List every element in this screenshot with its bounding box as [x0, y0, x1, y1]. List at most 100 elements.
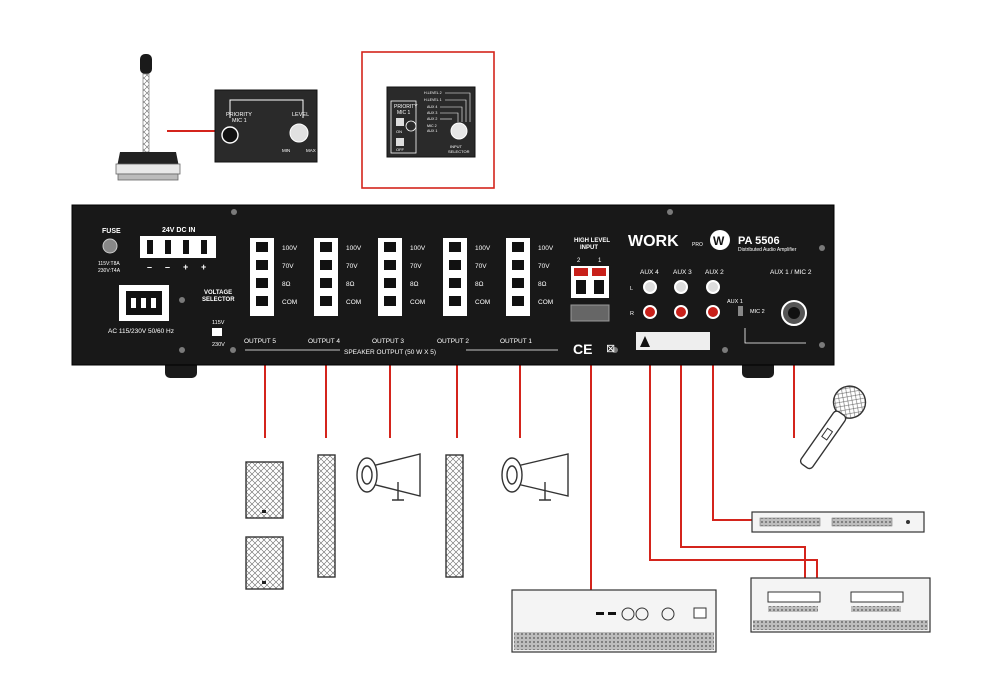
voltage-230-label: 230V	[212, 342, 225, 348]
aux3-right-rca[interactable]	[674, 305, 688, 319]
tap-label: 70V	[282, 263, 294, 270]
callout-frame	[361, 51, 495, 189]
dual-cassette-deck	[750, 577, 931, 633]
output-terminal[interactable]	[256, 278, 268, 288]
output-terminal[interactable]	[384, 260, 396, 270]
wire-aux2	[712, 315, 752, 521]
priority-off-switch[interactable]	[396, 138, 404, 146]
tap-label: 8Ω	[346, 281, 355, 288]
selector-priority-label-2: MIC 1	[397, 110, 411, 116]
output-terminal[interactable]	[320, 296, 332, 306]
voltage-selector-label-1: VOLTAGE	[204, 290, 232, 296]
ce-mark: CE	[573, 341, 592, 357]
output-terminal[interactable]	[320, 278, 332, 288]
priority-mic-jack[interactable]	[221, 126, 239, 144]
output-terminal[interactable]	[384, 296, 396, 306]
output-terminal[interactable]	[384, 278, 396, 288]
switch-on-label: ON	[396, 129, 402, 134]
output-terminal[interactable]	[449, 242, 461, 252]
output-terminal[interactable]	[512, 260, 524, 270]
output-label: OUTPUT 1	[500, 338, 532, 345]
tuner-rack-unit	[751, 511, 925, 533]
column-speaker-2	[445, 454, 464, 578]
tap-label: COM	[282, 299, 297, 306]
tap-label: 8Ω	[410, 281, 419, 288]
aux4-right-rca[interactable]	[643, 305, 657, 319]
tap-label: 8Ω	[538, 281, 547, 288]
selector-label-1: INPUT	[450, 144, 463, 149]
level-max-label: MAX	[306, 148, 316, 153]
switch-off-label: OFF	[396, 147, 405, 152]
amplifier-rear-panel: FUSE 115V:T8A 230V:T4A 24V DC IN – – + +…	[71, 204, 835, 366]
aux3-left-rca[interactable]	[674, 280, 688, 294]
output-terminal[interactable]	[320, 242, 332, 252]
column-speaker-1	[317, 454, 336, 578]
weee-icon: ⊠	[606, 343, 615, 355]
input-selector-knob[interactable]	[450, 122, 468, 140]
aux1-switch-label: AUX 1	[727, 299, 743, 305]
wire-aux4	[649, 315, 818, 578]
output-terminal[interactable]	[512, 296, 524, 306]
horn-speaker-2	[501, 453, 569, 501]
tap-label: 100V	[475, 245, 491, 252]
output-terminal[interactable]	[320, 260, 332, 270]
aux2-right-rca[interactable]	[706, 305, 720, 319]
aux4-label: AUX 4	[640, 269, 659, 276]
warning-label	[636, 332, 710, 350]
tap-label: 70V	[538, 263, 550, 270]
tap-label: COM	[410, 299, 425, 306]
output-terminal[interactable]	[256, 242, 268, 252]
fuse-holder[interactable]	[102, 238, 118, 254]
output-terminal[interactable]	[449, 296, 461, 306]
aux-right-label: R	[630, 311, 634, 317]
model-subtitle: Distributed Audio Amplifier	[738, 247, 797, 253]
dc-in-label: 24V DC IN	[162, 227, 195, 234]
tap-label: 100V	[282, 245, 298, 252]
priority-level-panel: PRIORITY MIC 1 LEVEL MIN MAX	[214, 89, 318, 163]
output-terminal[interactable]	[256, 260, 268, 270]
output-terminal[interactable]	[512, 278, 524, 288]
aux4-left-rca[interactable]	[643, 280, 657, 294]
horn-speaker-1	[356, 453, 421, 501]
wire-aux3	[680, 315, 806, 578]
tap-label: COM	[475, 299, 490, 306]
output-terminal[interactable]	[449, 260, 461, 270]
tap-label: 100V	[410, 245, 426, 252]
aux1-mic2-switch[interactable]	[738, 306, 743, 316]
tap-label: 70V	[475, 263, 487, 270]
level-knob[interactable]	[289, 123, 309, 143]
selector-input-hlevel2: H.LEVEL 2	[424, 91, 442, 95]
output-terminal[interactable]	[449, 278, 461, 288]
high-level-label-2: INPUT	[580, 245, 598, 251]
dc-in-terminal[interactable]	[140, 236, 216, 258]
dc-polarity-3: +	[183, 262, 188, 272]
cd-player	[511, 589, 717, 653]
output-label: OUTPUT 2	[437, 338, 469, 345]
selector-input-aux2: AUX 2	[427, 117, 437, 121]
aux2-label: AUX 2	[705, 269, 724, 276]
output-terminal[interactable]	[256, 296, 268, 306]
selector-input-aux1: AUX 1	[427, 129, 437, 133]
output-terminal[interactable]	[384, 242, 396, 252]
selector-priority-label-1: PRIORITY	[394, 104, 418, 110]
mic2-switch-label: MIC 2	[750, 309, 765, 315]
priority-on-switch[interactable]	[396, 118, 404, 126]
selector-input-mic2: MIC 2	[427, 124, 437, 128]
tap-label: 100V	[538, 245, 554, 252]
voltage-selector-switch[interactable]	[212, 328, 222, 336]
high-level-ch1: 1	[598, 258, 602, 264]
fuse-label: FUSE	[102, 228, 121, 235]
priority-label-1: PRIORITY	[226, 112, 252, 118]
tap-label: COM	[538, 299, 553, 306]
priority-label-2: MIC 1	[232, 118, 247, 124]
fuse-rating-115: 115V:T8A	[98, 261, 120, 267]
output-terminal[interactable]	[512, 242, 524, 252]
level-min-label: MIN	[282, 148, 290, 153]
aux2-left-rca[interactable]	[706, 280, 720, 294]
aux1-mic2-label: AUX 1 / MIC 2	[770, 269, 812, 276]
selector-input-hlevel1: H.LEVEL 1	[424, 98, 442, 102]
